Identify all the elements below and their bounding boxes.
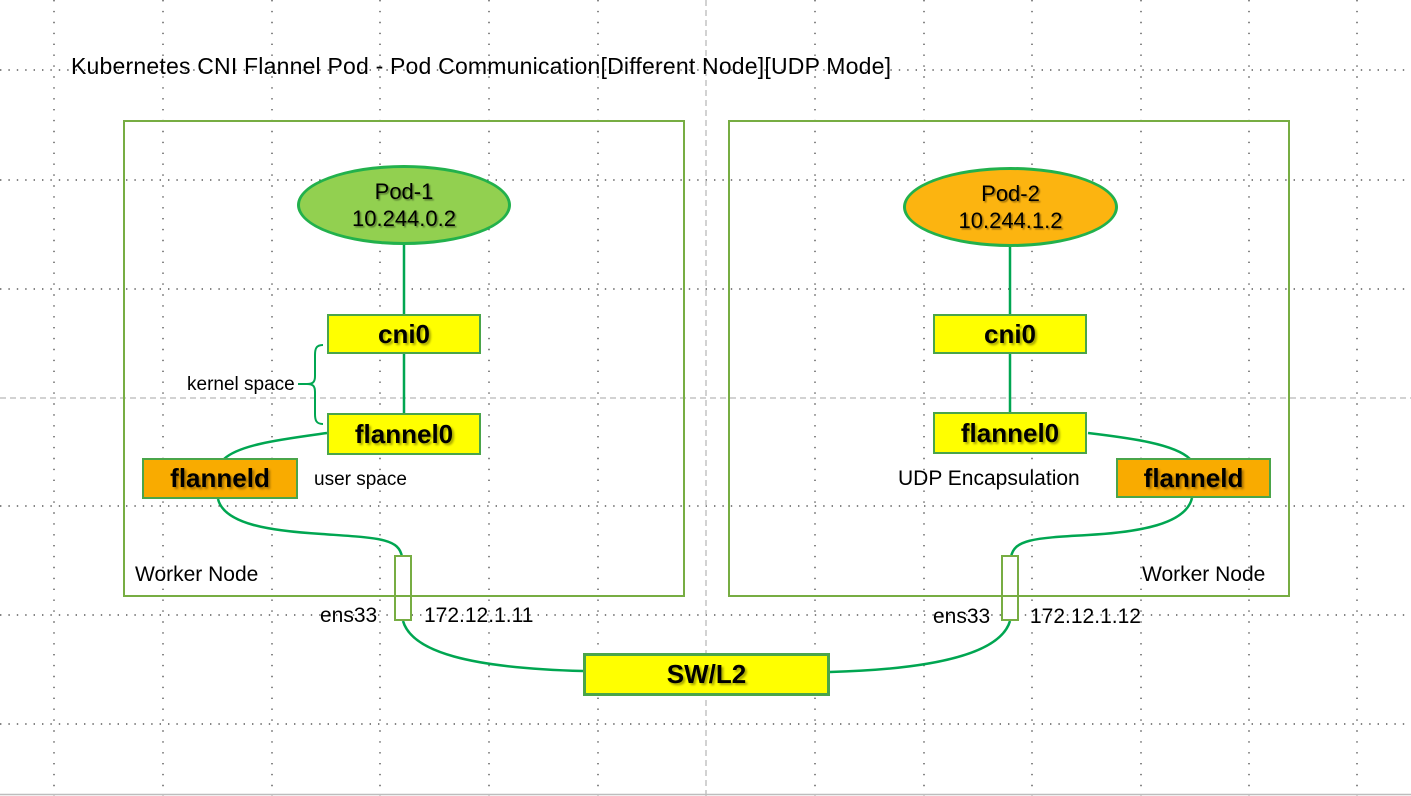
flannel0-to-flanneld-link-right <box>1087 431 1191 460</box>
udp-encapsulation-label: UDP Encapsulation <box>898 467 1080 490</box>
worker-node-box-left <box>123 120 685 597</box>
nic-to-switch-link-left <box>401 620 584 673</box>
flannel0-box-right: flannel0 <box>933 412 1087 454</box>
nic-name-label-left: ens33 <box>320 604 378 627</box>
worker-node-label-left: Worker Node <box>135 563 259 586</box>
flanneld-to-nic-link-left <box>216 498 404 558</box>
worker-node-label-right: Worker Node <box>1142 563 1266 586</box>
nic-to-switch-link-right <box>829 620 1012 674</box>
pod1-name: Pod-1 <box>374 179 434 204</box>
pod1-ellipse: Pod-1 10.244.0.2 <box>297 165 511 245</box>
flanneld-box-right: flanneld <box>1116 458 1271 498</box>
switch-box: SW/L2 <box>583 653 830 696</box>
user-space-label: user space <box>314 469 407 490</box>
nic-ip-label-left: 172.12.1.11 <box>424 604 534 627</box>
pod2-name: Pod-2 <box>981 181 1040 206</box>
flanneld-to-nic-link-right <box>1009 497 1194 558</box>
nic-name-label-right: ens33 <box>933 605 991 628</box>
pod2-ip: 10.244.1.2 <box>958 208 1063 233</box>
connectors <box>216 244 1194 674</box>
pod1-ip: 10.244.0.2 <box>352 206 456 231</box>
diagram-title: Kubernetes CNI Flannel Pod - Pod Communi… <box>71 53 892 79</box>
flannel0-box-left: flannel0 <box>327 413 481 455</box>
cni0-box-left: cni0 <box>327 314 481 354</box>
pod2-ellipse: Pod-2 10.244.1.2 <box>903 167 1118 247</box>
nic-shape-left <box>394 555 412 621</box>
flanneld-box-left: flanneld <box>142 458 298 499</box>
worker-node-box-right <box>728 120 1290 597</box>
flannel0-to-flanneld-link-left <box>223 431 328 460</box>
nic-ip-label-right: 172.12.1.12 <box>1030 605 1141 628</box>
kernel-space-brace <box>298 344 324 425</box>
nic-shape-right <box>1001 555 1019 621</box>
kernel-space-label: kernel space <box>187 374 295 395</box>
cni0-box-right: cni0 <box>933 314 1087 354</box>
